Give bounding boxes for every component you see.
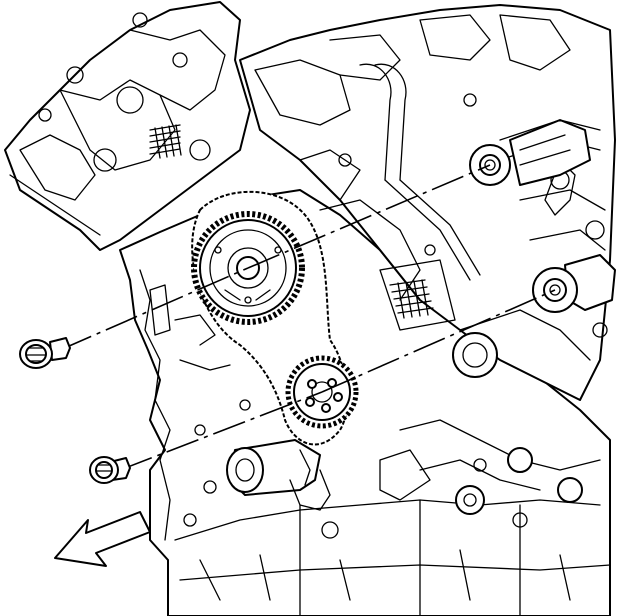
assembly-lines [59, 164, 556, 471]
direction-arrow-icon [54, 511, 151, 567]
cylinder-head-left [4, 1, 251, 251]
crankshaft-snout [226, 439, 331, 511]
grip-pad-right [389, 279, 434, 319]
crankshaft-sprocket-bolt [89, 456, 131, 484]
grip-pad-left [149, 124, 182, 159]
camshaft-sprocket-bolt [19, 337, 71, 369]
cylinder-head-right [239, 4, 616, 401]
